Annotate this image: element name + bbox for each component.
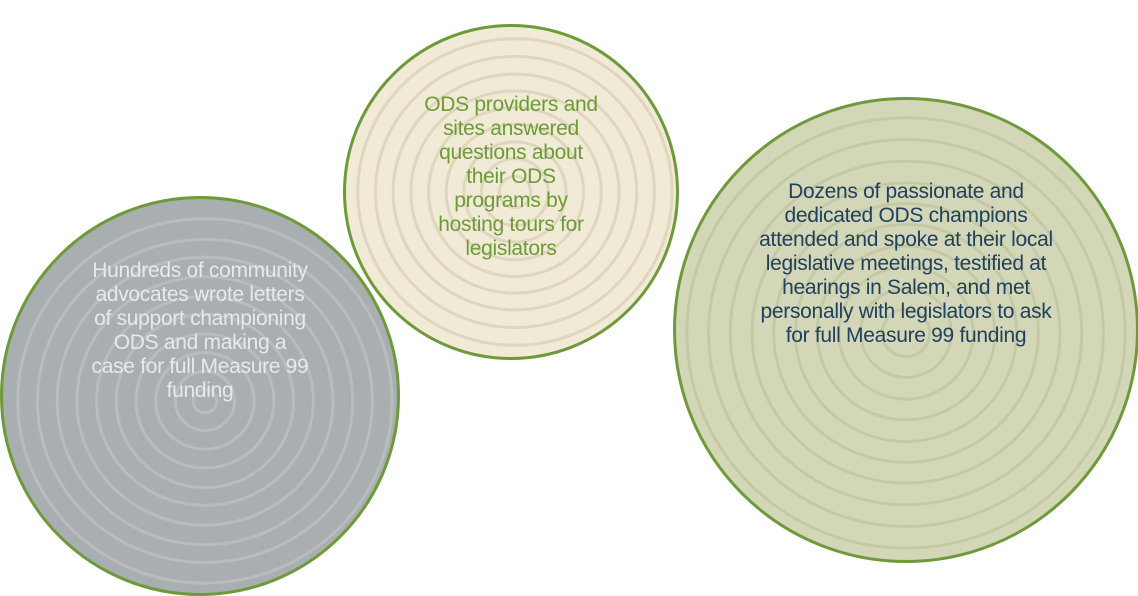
community-advocates-circle: Hundreds of community advocates wrote le… [0, 196, 400, 596]
community-advocates-text: Hundreds of community advocates wrote le… [91, 259, 309, 402]
tree-ring-texture [685, 116, 1127, 550]
ods-champions-text: Dozens of passionate and dedicated ODS c… [759, 180, 1053, 347]
provider-tours-text: ODS providers and sites answered questio… [424, 93, 598, 260]
ods-champions-circle: Dozens of passionate and dedicated ODS c… [673, 97, 1138, 563]
tree-ring-texture [16, 217, 394, 585]
tree-ring-texture [356, 37, 674, 347]
provider-tours-circle: ODS providers and sites answered questio… [343, 24, 679, 360]
